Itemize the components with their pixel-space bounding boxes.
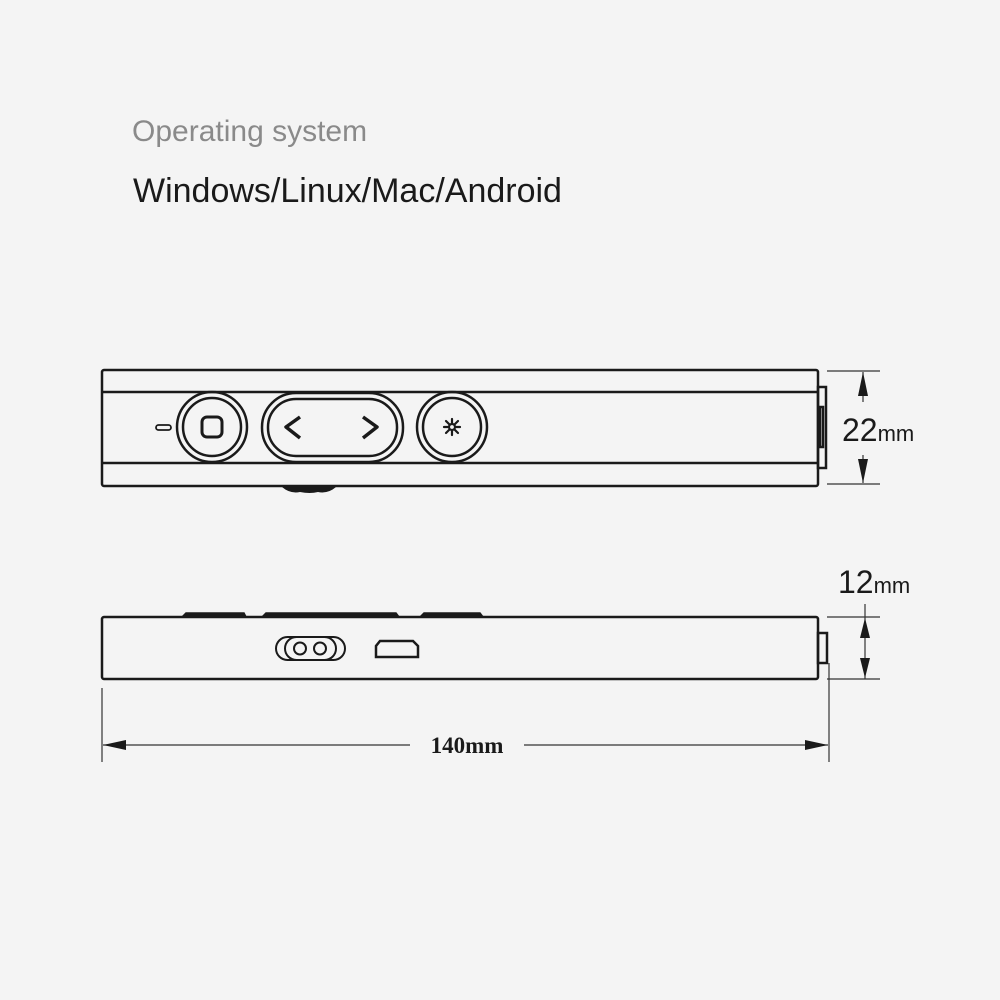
side-switch-nub (282, 487, 336, 493)
os-label: Operating system (132, 115, 367, 148)
indicator-light-icon (155, 424, 172, 431)
width-label: 22mm (842, 412, 914, 448)
power-slide-switch (275, 636, 346, 661)
laser-button (415, 390, 489, 464)
length-dimension: 140mm (101, 663, 830, 762)
height-label: 12mm (838, 564, 910, 600)
micro-usb-port-icon (374, 639, 420, 659)
device-body-side (100, 615, 820, 681)
nav-buttons (260, 391, 405, 464)
square-icon (200, 415, 224, 439)
laser-star-icon (442, 417, 462, 437)
length-label: 140mm (431, 733, 504, 758)
device-side-view (100, 612, 829, 681)
height-dimension: 12mm (827, 564, 910, 680)
button-profiles (181, 612, 484, 618)
chevron-left-icon (284, 415, 302, 440)
os-list: Windows/Linux/Mac/Android (133, 172, 562, 210)
device-top-view (100, 368, 828, 493)
usb-cap-top (816, 385, 828, 470)
chevron-right-icon (361, 415, 379, 440)
width-dimension: 22mm (827, 370, 914, 485)
usb-cap-side (816, 631, 829, 665)
usb-cap-slot (818, 405, 825, 449)
power-button (175, 390, 249, 464)
